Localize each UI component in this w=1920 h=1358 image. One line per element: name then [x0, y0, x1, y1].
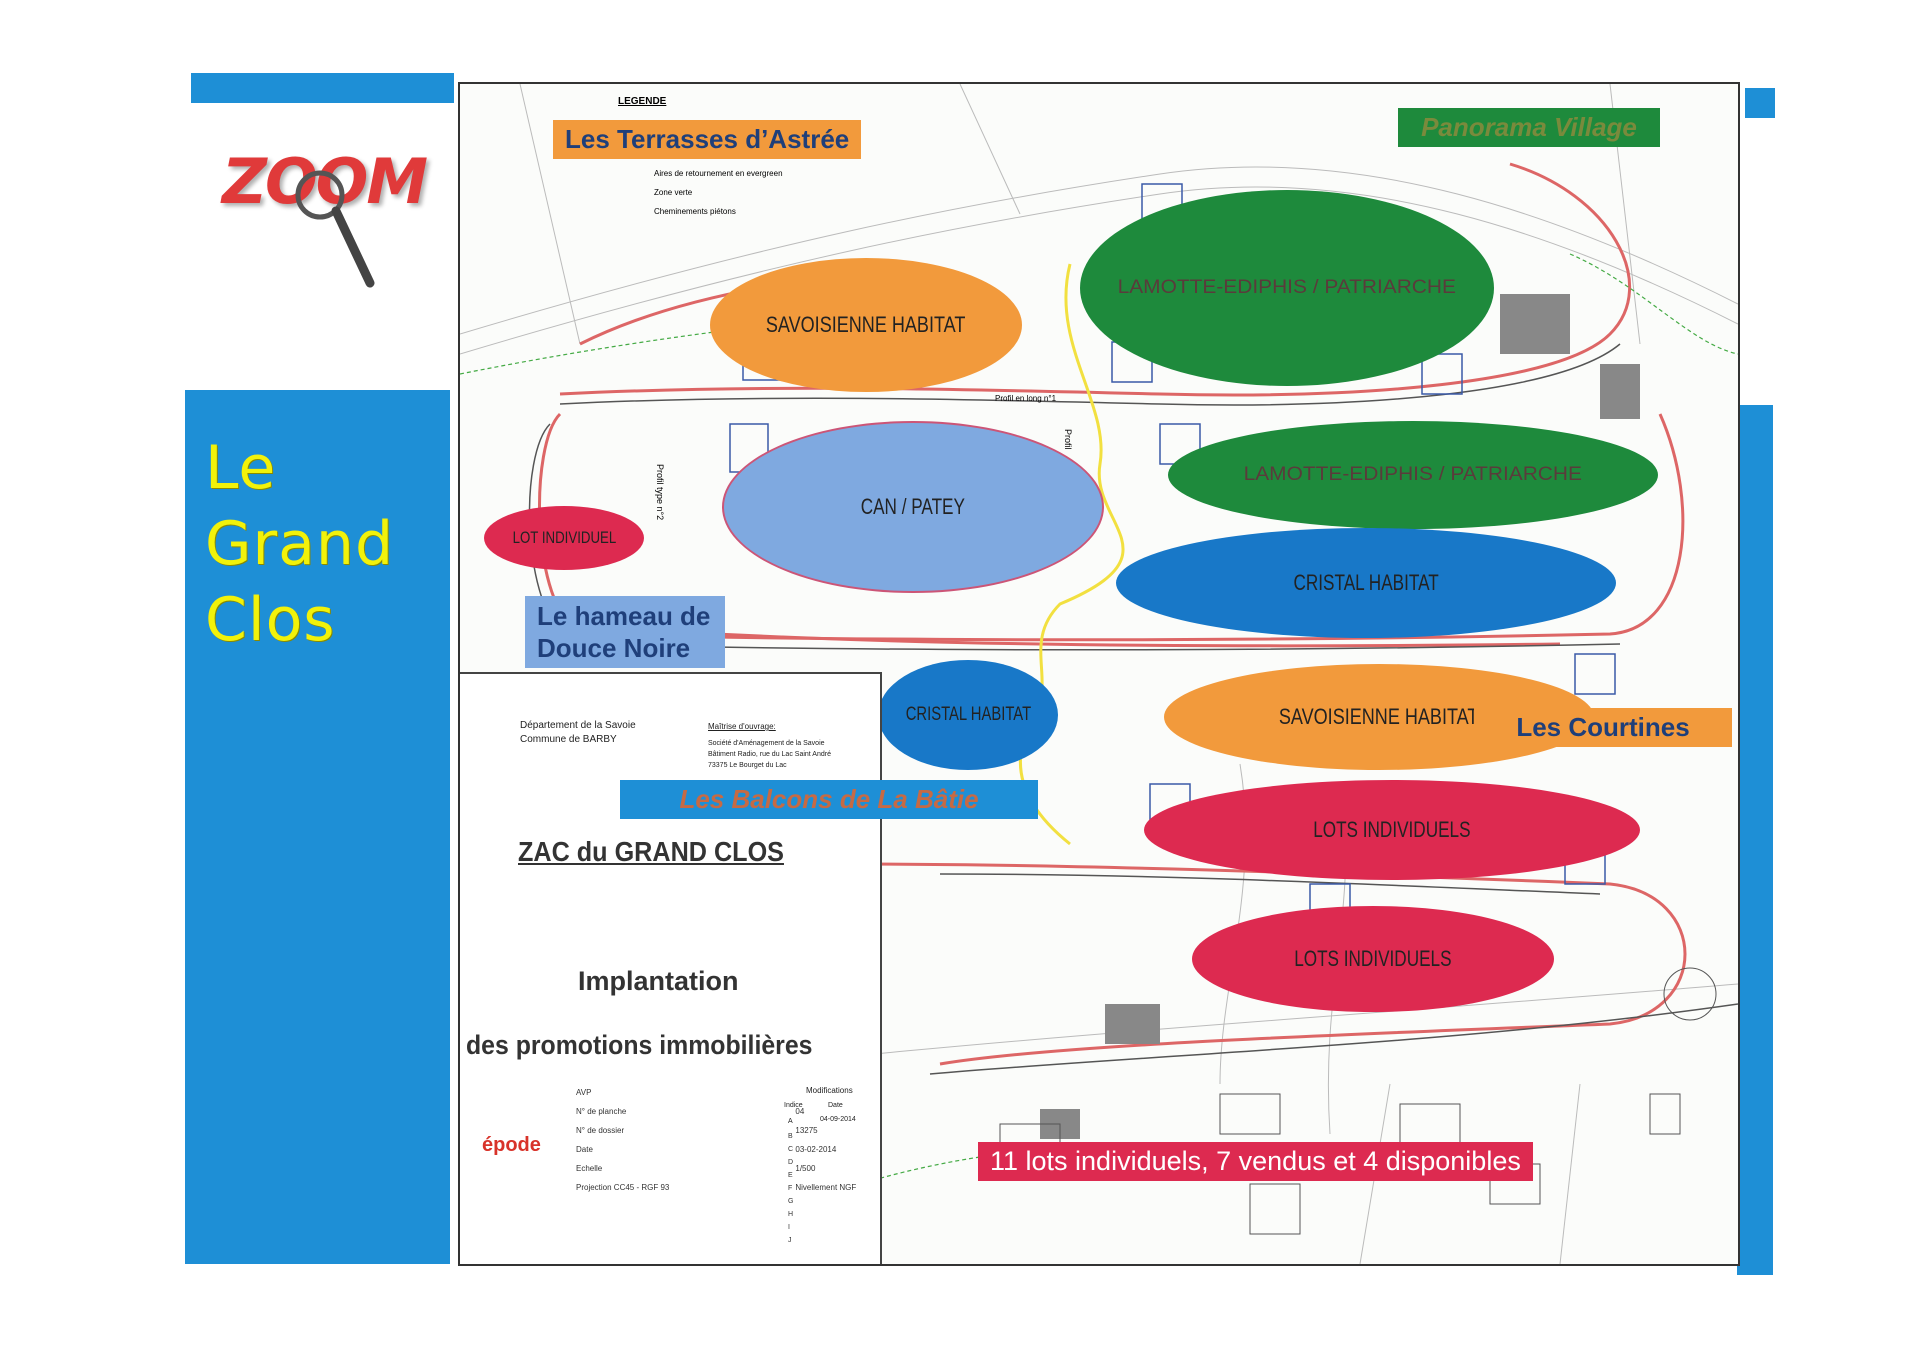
profile-label-type: Profil type n°2 [655, 464, 665, 521]
modifications-col-indice: Indice [784, 1102, 803, 1109]
top-left-blue-bar [191, 73, 454, 103]
title-block: Département de la Savoie Commune de BARB… [460, 672, 882, 1264]
top-right-blue-bar [1745, 88, 1775, 118]
tag-panorama-village: Panorama Village [1398, 108, 1660, 147]
zone-can-patey: CAN / PATEY [722, 421, 1104, 593]
page-title: Le Grand Clos [205, 430, 394, 658]
zoom-logo: ZOOM [222, 145, 428, 218]
modification-indices: B C D E F G H I J [788, 1133, 794, 1244]
dept-line-1: Département de la Savoie [520, 720, 636, 731]
legend-title: LEGENDE [618, 96, 667, 107]
zone-lamotte-ediphis-north: LAMOTTE-EDIPHIS / PATRIARCHE [1080, 190, 1494, 386]
subtitle-line-1: Implantation [578, 966, 739, 996]
maitrise-line-2: Bâtiment Radio, rue du Lac Saint André [708, 751, 831, 758]
profile-label-long: Profil en long n°1 [995, 394, 1057, 403]
legend-item-pietons: Cheminements piétons [654, 207, 736, 216]
title-line-3: Clos [205, 585, 336, 655]
project-title: ZAC du GRAND CLOS [518, 836, 784, 867]
maitrise-line-3: 73375 Le Bourget du Lac [708, 762, 787, 769]
modifications-col-date: Date [828, 1102, 843, 1109]
legend-item-evergreen: Aires de retournement en evergreen [654, 169, 783, 178]
zone-cristal-habitat-west: CRISTAL HABITAT [878, 660, 1058, 770]
tag-hameau-douce-noire: Le hameau de Douce Noire [525, 596, 725, 668]
tag-les-courtines: Les Courtines [1474, 708, 1732, 747]
zone-lamotte-ediphis-middle: LAMOTTE-EDIPHIS / PATRIARCHE [1168, 421, 1658, 529]
magnifier-icon [295, 170, 375, 288]
tag-balcons-batie: Les Balcons de La Bâtie [620, 780, 1038, 819]
dept-line-2: Commune de BARBY [520, 734, 617, 745]
field-row: AVP [576, 1088, 592, 1097]
left-blue-panel [185, 390, 450, 1264]
modifications-title: Modifications [806, 1086, 853, 1095]
right-blue-bar [1737, 405, 1773, 1275]
site-plan-map: LEGENDE Aires de retournement en evergre… [458, 82, 1740, 1266]
zone-lots-individuels-middle: LOTS INDIVIDUELS [1144, 780, 1640, 880]
profile-label-vertical: Profil [1063, 429, 1073, 450]
title-line-2: Grand [205, 509, 395, 579]
modification-first-indice: A [788, 1118, 793, 1125]
maitrise-title: Maîtrise d'ouvrage: [708, 722, 776, 731]
zone-lot-individuel-west: LOT INDIVIDUEL [484, 506, 644, 570]
firm-logo: épode [482, 1134, 541, 1156]
zone-savoisienne-habitat-north: SAVOISIENNE HABITAT [710, 258, 1022, 392]
lots-availability-note: 11 lots individuels, 7 vendus et 4 dispo… [978, 1142, 1533, 1181]
zone-lots-individuels-south: LOTS INDIVIDUELS [1192, 906, 1554, 1012]
title-line-1: Le [205, 433, 277, 503]
maitrise-line-1: Société d'Aménagement de la Savoie [708, 740, 825, 747]
legend-item-zone-verte: Zone verte [654, 188, 693, 197]
tag-terrasses-astree: Les Terrasses d’Astrée [553, 120, 862, 159]
legend: LEGENDE Aires de retournement en evergre… [618, 96, 783, 216]
modification-first-date: 04-09-2014 [820, 1116, 856, 1123]
subtitle-line-2: des promotions immobilières [466, 1030, 813, 1060]
zone-cristal-habitat-east: CRISTAL HABITAT [1116, 528, 1616, 638]
